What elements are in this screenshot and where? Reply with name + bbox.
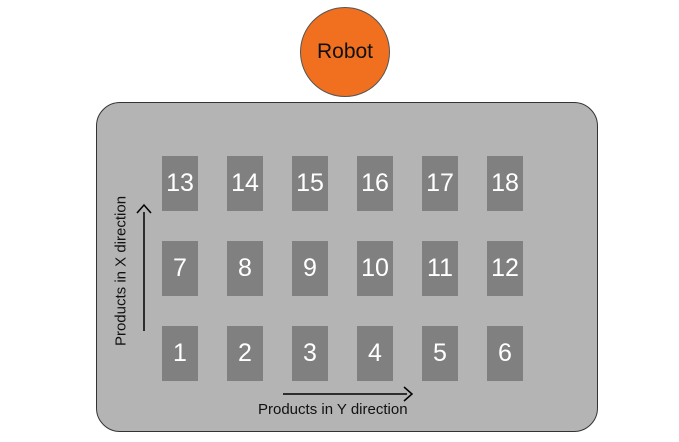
x-direction-label: Products in X direction bbox=[112, 195, 130, 347]
product-4: 4 bbox=[357, 326, 393, 381]
product-7: 7 bbox=[162, 241, 198, 296]
y-direction-label: Products in Y direction bbox=[258, 401, 408, 418]
y-direction-arrow-head bbox=[403, 386, 414, 402]
robot-circle: Robot bbox=[300, 7, 390, 97]
product-9: 9 bbox=[292, 241, 328, 296]
product-5: 5 bbox=[422, 326, 458, 381]
x-direction-arrow-head bbox=[136, 203, 152, 214]
product-16: 16 bbox=[357, 156, 393, 211]
product-3: 3 bbox=[292, 326, 328, 381]
product-2: 2 bbox=[227, 326, 263, 381]
product-1: 1 bbox=[162, 326, 198, 381]
product-18: 18 bbox=[487, 156, 523, 211]
product-10: 10 bbox=[357, 241, 393, 296]
product-8: 8 bbox=[227, 241, 263, 296]
product-6: 6 bbox=[487, 326, 523, 381]
product-13: 13 bbox=[162, 156, 198, 211]
product-12: 12 bbox=[487, 241, 523, 296]
product-15: 15 bbox=[292, 156, 328, 211]
product-11: 11 bbox=[422, 241, 458, 296]
product-17: 17 bbox=[422, 156, 458, 211]
robot-label: Robot bbox=[316, 40, 374, 63]
product-14: 14 bbox=[227, 156, 263, 211]
